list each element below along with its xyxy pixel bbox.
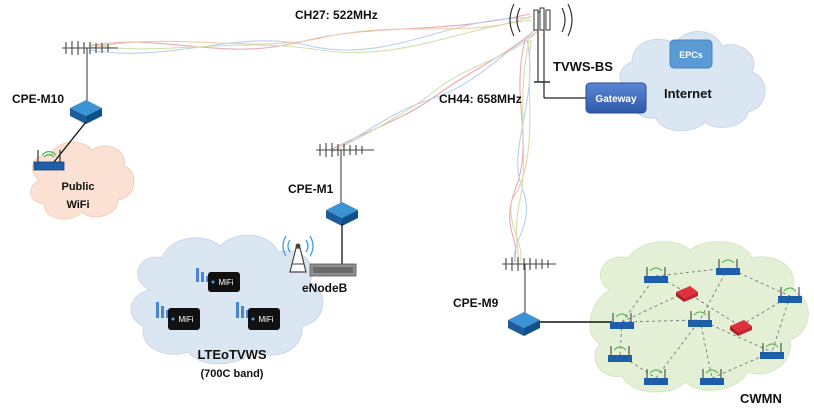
cpe-m1-antenna [316, 143, 374, 204]
lte-cloud-title: LTEoTVWS [197, 347, 266, 362]
cwmn-router-8[interactable] [644, 369, 668, 385]
gateway-box[interactable]: Gateway [585, 82, 647, 114]
cwmn-router-7[interactable] [608, 346, 632, 362]
cpe-m1-device[interactable] [326, 202, 358, 226]
enodeb-unit[interactable] [309, 263, 357, 277]
mifi-device-1[interactable]: MiFi [196, 268, 240, 292]
public-wifi-line1: Public [61, 181, 94, 193]
link-ch44 [329, 29, 540, 153]
cwmn-red-node-1[interactable] [676, 286, 698, 302]
cwmn-router-9[interactable] [700, 369, 724, 385]
epc-box[interactable]: EPCs [669, 39, 713, 69]
enodeb-tower[interactable] [282, 235, 314, 273]
cpe-m9-label: CPE-M9 [453, 296, 499, 310]
gateway-label: Gateway [595, 94, 637, 105]
lte-cloud [130, 234, 324, 365]
mifi-device-2[interactable]: MiFi [156, 302, 200, 330]
cpe-m10-device[interactable] [70, 100, 102, 124]
public-wifi-line2: WiFi [66, 199, 89, 211]
internet-cloud [619, 31, 766, 132]
cwmn-router-6[interactable] [760, 343, 784, 359]
tvws-bs-label: TVWS-BS [553, 59, 613, 74]
cwmn-router-4[interactable] [778, 287, 802, 303]
enodeb-label: eNodeB [302, 281, 348, 295]
tvws-bs-tower[interactable] [509, 3, 573, 83]
ch44-label: CH44: 658MHz [439, 92, 522, 106]
cpe-m10-antenna [62, 41, 118, 104]
public-wifi-router[interactable] [33, 150, 65, 171]
cwmn-router-3[interactable] [716, 259, 740, 275]
cwmn-red-node-2[interactable] [730, 320, 752, 336]
mifi-label-2: MiFi [178, 315, 193, 324]
cwmn-router-5[interactable] [688, 311, 712, 327]
cwmn-router-2[interactable] [644, 267, 668, 283]
ch27-label: CH27: 522MHz [295, 8, 378, 22]
link-cpe-m9 [509, 39, 532, 263]
cpe-m1-label: CPE-M1 [288, 182, 334, 196]
mifi-label-1: MiFi [218, 278, 233, 287]
cpe-m10-label: CPE-M10 [12, 92, 64, 106]
lte-cloud-subtitle: (700C band) [201, 368, 264, 380]
cwmn-label: CWMN [740, 391, 782, 406]
cwmn-cloud [589, 241, 809, 393]
link-ch27 [89, 13, 533, 54]
cpe-m9-device[interactable] [508, 312, 540, 336]
cpe-m9-antenna [502, 257, 556, 314]
internet-label: Internet [664, 86, 712, 101]
mifi-label-3: MiFi [258, 315, 273, 324]
cwmn-router-1[interactable] [610, 313, 634, 329]
mifi-device-3[interactable]: MiFi [236, 302, 280, 330]
epc-label: EPCs [679, 50, 703, 60]
